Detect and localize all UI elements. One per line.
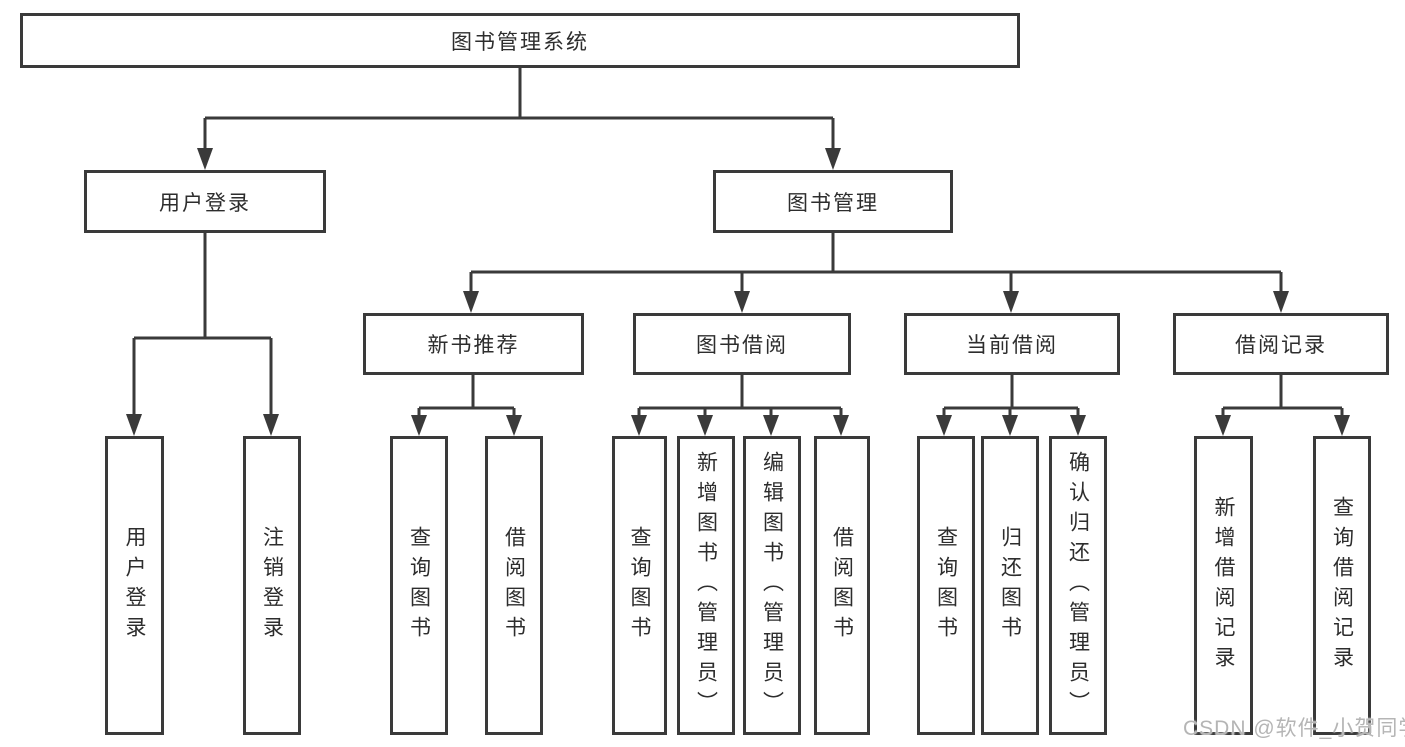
connector-root-to-level2 bbox=[197, 68, 841, 170]
leaf-query-books-recommend: 查询图书 bbox=[390, 436, 448, 735]
connector-new-book-recommend-to-leaves bbox=[411, 375, 522, 436]
leaf-add-borrow-record: 新增借阅记录 bbox=[1194, 436, 1253, 735]
leaf-query-books-borrowing: 查询图书 bbox=[612, 436, 667, 735]
leaf-confirm-return-admin: 确认归还（管理员） bbox=[1049, 436, 1107, 735]
leaf-logout-login: 注销登录 bbox=[243, 436, 301, 735]
node-book-management: 图书管理 bbox=[713, 170, 953, 233]
leaf-borrow-books-borrowing: 借阅图书 bbox=[814, 436, 870, 735]
node-new-book-recommend: 新书推荐 bbox=[363, 313, 584, 375]
node-root: 图书管理系统 bbox=[20, 13, 1020, 68]
connector-user-login-to-leaves bbox=[126, 233, 279, 436]
node-borrow-records: 借阅记录 bbox=[1173, 313, 1389, 375]
connector-borrow-records-to-leaves bbox=[1215, 375, 1350, 436]
leaf-query-borrow-record: 查询借阅记录 bbox=[1313, 436, 1371, 735]
leaf-borrow-books-recommend: 借阅图书 bbox=[485, 436, 543, 735]
leaf-edit-book-admin: 编辑图书（管理员） bbox=[743, 436, 801, 735]
connector-book-borrowing-to-leaves bbox=[631, 375, 849, 436]
leaf-return-books: 归还图书 bbox=[981, 436, 1039, 735]
connector-book-management-to-level3 bbox=[463, 233, 1289, 313]
node-book-borrowing: 图书借阅 bbox=[633, 313, 851, 375]
leaf-user-login: 用户登录 bbox=[105, 436, 164, 735]
leaf-add-book-admin: 新增图书（管理员） bbox=[677, 436, 735, 735]
connector-current-borrowing-to-leaves bbox=[936, 375, 1086, 436]
node-current-borrowing: 当前借阅 bbox=[904, 313, 1120, 375]
node-user-login: 用户登录 bbox=[84, 170, 326, 233]
leaf-query-books-current: 查询图书 bbox=[917, 436, 975, 735]
csdn-watermark: CSDN @软件_小贺同学 bbox=[1183, 717, 1405, 740]
